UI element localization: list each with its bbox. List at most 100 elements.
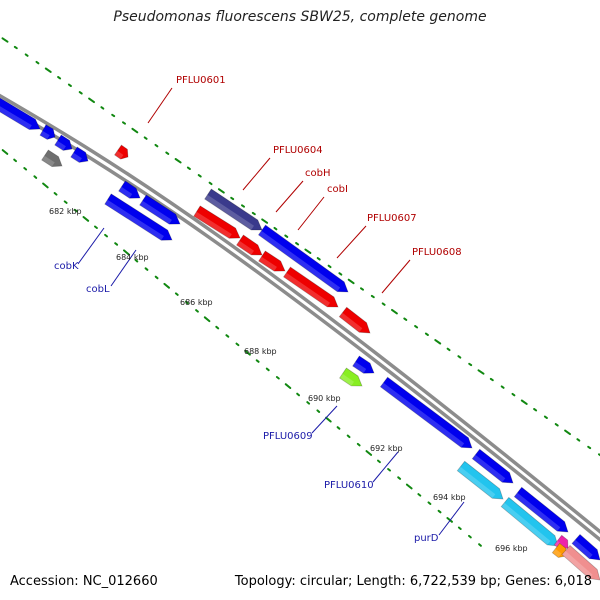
tick-dot [306,401,311,405]
backbone-inner [0,101,600,542]
gene-arrow-highlight [118,186,133,199]
tick-dot [554,423,559,427]
tick-dot [174,292,179,296]
tick-dot [533,408,538,412]
tick-dot [434,339,442,345]
gene-label: PFLU0601 [176,75,226,86]
gene-arrow-highlight [54,140,66,151]
tick-dot [403,317,408,321]
genes [0,97,600,581]
label-connector [372,451,399,483]
tick-dots [1,37,600,547]
gene-arrow [41,149,63,168]
tick-dot [244,349,251,356]
tick-dot [511,392,516,397]
tick-dot [477,369,485,375]
tick-dot [195,309,199,313]
tick-dot [154,143,159,148]
tick-dot [446,347,451,352]
tick-dot [275,376,280,380]
gene-arrow [104,193,173,241]
tick-dot [478,543,482,547]
tick-dot [457,526,462,530]
gene-arrow [39,124,56,140]
gene-arrow [118,180,141,199]
gene-label: cobL [86,284,110,295]
gene-arrow [571,533,600,561]
gene-arrow-highlight [70,152,82,163]
gene-arrow-highlight [339,312,363,333]
gene-arrow-highlight [193,211,232,239]
gene-arrow [471,448,514,484]
tick-dot [123,249,130,256]
label-connector [311,405,338,434]
tick-dot [1,37,9,43]
label-connector [147,87,173,124]
gene-arrow [193,205,241,239]
gene-label: PFLU0604 [273,145,323,156]
tick-dot [576,438,581,442]
gene-arrow-highlight [283,272,330,307]
gene-arrow [139,194,181,225]
gene-arrow-highlight [40,130,50,140]
gene-arrow-highlight [104,199,164,241]
tick-dot [122,121,126,125]
tick-dot [273,226,278,231]
tick-dot [325,416,332,423]
tick-dot [468,534,472,539]
gene-arrow-highlight [258,256,277,272]
label-connectors [77,87,465,536]
gene-label: cobH [305,168,330,179]
gene-arrow [257,224,349,293]
tick-dot [587,445,592,450]
tick-dot [468,362,473,367]
tick-label: 692 kbp [370,444,403,453]
gene-label: PFLU0609 [263,431,313,442]
gene-arrow [54,134,73,151]
label-connector [336,225,367,259]
tick-dot [427,501,432,505]
tick-dot [251,211,256,216]
tick-dot [73,208,78,213]
tick-dot [144,267,149,271]
tick-dot [405,483,413,490]
label-connector [110,249,137,287]
backbone-outer [0,93,600,534]
tick-dot [57,76,62,80]
tick-dot [208,181,213,186]
tick-dot [414,325,419,329]
label-connector [297,196,325,231]
gene-arrow [258,250,286,272]
tick-dot [360,287,364,291]
tick-dot [114,242,119,246]
tick-dot [381,302,386,306]
gene-arrow [204,188,263,231]
gene-arrow-highlight [514,492,561,532]
tick-dot [284,234,289,238]
tick-dot [391,308,398,315]
tick-label: 696 kbp [495,544,528,553]
tick-dot [346,434,351,439]
gene-arrow-highlight [572,539,593,559]
tick-dot [197,174,202,178]
tick-dot [387,468,391,472]
gene-arrow [500,496,559,547]
tick-dot [24,53,29,57]
backbone-group [0,93,600,542]
tick-dot [13,158,17,163]
tick-dot [598,453,600,457]
gene-arrow [379,376,473,449]
gene-arrow-highlight [562,550,593,579]
tick-dot [365,450,373,456]
gene-label: cobK [54,261,79,272]
gene-arrow [236,234,263,256]
gene-label: PFLU0610 [324,480,374,491]
tick-label: 684 kbp [116,253,149,262]
gene-arrow [0,97,41,130]
label-connector [438,501,465,536]
tick-label: 682 kbp [49,207,82,216]
tick-dot [520,399,528,405]
tick-dot [185,300,189,305]
tick-dot [186,166,191,170]
